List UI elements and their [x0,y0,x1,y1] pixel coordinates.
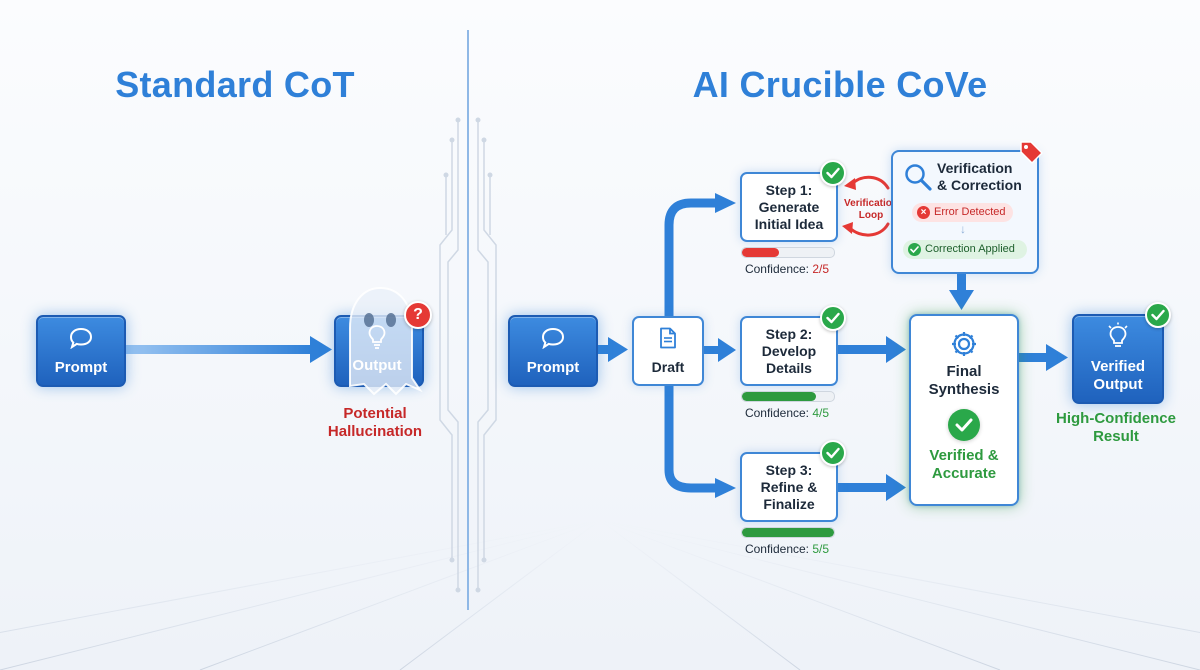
draft-label: Draft [651,359,685,375]
step-1-confidence-fill [742,248,779,257]
verified-output-check-icon [1145,302,1171,328]
document-icon [660,327,676,349]
step-3-check-icon [820,440,846,466]
step-2-confidence-fill [742,392,816,401]
warning-line-1: Potential [343,405,407,422]
lightbulb-icon [1108,322,1128,347]
refresh-loop-icon [842,175,890,237]
question-badge-icon: ? [404,301,432,329]
step-3-confidence-label: Confidence: [744,542,809,556]
verified-output-line-2: Output [1093,376,1143,393]
step-3-line-2: Refine & [760,479,818,495]
chat-bubble-icon [69,327,93,349]
step-1-confidence: Confidence: 2/5 [727,262,847,276]
standard-prompt-label: Prompt [54,359,108,376]
prompt-to-output-arrow [122,336,332,363]
step-1-check-icon [820,160,846,186]
gear-icon [952,332,976,356]
step-2-check-icon [820,305,846,331]
error-detected-label: Error Detected [934,206,1006,218]
step-1-confidence-label: Confidence: [744,262,809,276]
step-3-line-1: Step 3: [765,462,813,478]
verification-panel[interactable]: Verification & Correction × Error Detect… [891,150,1039,274]
step-2-confidence: Confidence: 4/5 [727,406,847,420]
hallucination-warning: Potential Hallucination [305,405,445,441]
status-line-2: Accurate [931,465,997,482]
loop-line-1: Verification [844,198,898,209]
check-small-icon [908,243,921,256]
draft-box[interactable]: Draft [632,316,704,386]
step-1-line-1: Step 1: [765,182,813,198]
correction-applied-label: Correction Applied [925,243,1015,255]
cove-prompt-label: Prompt [526,359,580,376]
verified-output-box[interactable]: Verified Output [1072,314,1164,404]
loop-line-2: Loop [858,210,884,221]
verification-title-line-1: Verification [937,160,1013,176]
ghost-icon [349,286,423,396]
synthesis-title-line-1: Final [946,363,982,380]
title-ai-crucible-cove: AI Crucible CoVe [692,64,988,105]
magnifier-icon [905,164,932,191]
step-3-confidence: Confidence: 5/5 [727,542,847,556]
verification-title-line-2: & Correction [937,177,1022,193]
step-2-line-1: Step 2: [765,326,813,342]
down-arrow-icon: ↓ [960,222,966,236]
standard-prompt-box[interactable]: Prompt [36,315,126,387]
step-1-confidence-value: 2/5 [812,262,830,276]
title-standard-cot: Standard CoT [115,64,355,105]
step-1-line-2: Generate [758,199,820,215]
lightbulb-icon [368,325,386,349]
final-synthesis-box[interactable]: Final Synthesis Verified & Accurate [909,314,1019,506]
high-confidence-result: High-Confidence Result [1046,410,1186,446]
verified-output-line-1: Verified [1090,358,1146,375]
verified-check-icon [948,409,980,441]
verification-title: Verification & Correction [937,160,1033,194]
step-3-confidence-bar [741,527,835,538]
step-2-confidence-bar [741,391,835,402]
standard-output-group[interactable]: Output ? [332,286,432,396]
error-detected-badge: × Error Detected [912,203,1013,222]
step-1-box[interactable]: Step 1: Generate Initial Idea [740,172,838,242]
cove-prompt-box[interactable]: Prompt [508,315,598,387]
step-2-confidence-label: Confidence: [744,406,809,420]
chat-bubble-icon [541,327,565,349]
standard-output-label: Output [352,357,402,374]
result-line-2: Result [1093,428,1139,445]
synthesis-title-line-2: Synthesis [928,381,1000,398]
verified-accurate-status: Verified & Accurate [911,447,1017,483]
step-2-confidence-value: 4/5 [812,406,830,420]
status-line-1: Verified & [929,447,999,464]
warning-line-2: Hallucination [327,423,423,440]
step-2-line-3: Details [766,360,812,376]
step-1-line-3: Initial Idea [754,216,824,232]
step-2-line-2: Develop [761,343,817,359]
tag-icon [1020,141,1043,164]
step-3-box[interactable]: Step 3: Refine & Finalize [740,452,838,522]
correction-applied-badge: Correction Applied [903,240,1027,259]
error-x-icon: × [917,206,930,219]
result-line-1: High-Confidence [1056,410,1176,427]
step-2-box[interactable]: Step 2: Develop Details [740,316,838,386]
step-1-confidence-bar [741,247,835,258]
step-3-confidence-fill [742,528,834,537]
verification-loop-label: Verification Loop [838,198,904,222]
step-3-line-3: Finalize [763,496,815,512]
step-3-confidence-value: 5/5 [812,542,830,556]
final-synthesis-title: Final Synthesis [911,363,1017,399]
